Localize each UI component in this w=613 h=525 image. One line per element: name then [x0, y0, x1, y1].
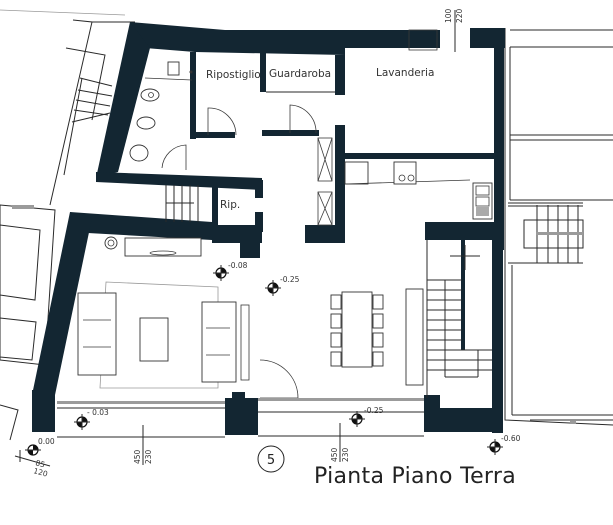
lavanderia-room: Lavanderia 100 220	[376, 8, 464, 79]
left-exterior-stair	[63, 47, 113, 176]
elev-marker-dining: -0.25	[265, 275, 300, 296]
svg-text:5: 5	[267, 453, 275, 468]
svg-text:- 0.03: - 0.03	[87, 408, 109, 417]
room-label-ripostiglio: Ripostiglio	[206, 69, 261, 81]
structural-walls	[32, 22, 505, 435]
elevation-markers: -0.08 -0.25 - 0.03 -0.25	[25, 261, 521, 456]
drawing-title: Pianta Piano Terra	[314, 464, 516, 489]
left-neighbour-outline	[0, 9, 135, 441]
sideboard	[405, 288, 424, 386]
washbasin-icon	[129, 144, 149, 162]
elev-marker-front-right: -0.60	[487, 434, 521, 455]
svg-text:85: 85	[34, 458, 46, 469]
guardaroba-door-swing	[289, 104, 317, 134]
svg-text:230: 230	[144, 449, 153, 464]
front-windows	[57, 398, 424, 438]
svg-text:120: 120	[32, 466, 48, 478]
bathroom-door-swing	[161, 144, 187, 170]
shower-tray	[167, 61, 180, 76]
room-label-lavanderia: Lavanderia	[376, 67, 434, 79]
svg-text:-0.25: -0.25	[280, 275, 300, 284]
right-neighbour-outline	[504, 28, 613, 426]
kitchen	[344, 161, 493, 220]
ripostiglio-room: Ripostiglio	[206, 69, 261, 136]
tv-cabinet	[124, 237, 202, 257]
right-exterior-stair	[508, 202, 584, 264]
unit-number-badge: 5	[257, 445, 285, 473]
dimensions: 450 230 450 230 85 120	[14, 423, 350, 479]
stove-icon	[393, 161, 417, 185]
coffee-table	[139, 317, 169, 362]
ripostiglio-door-swing	[207, 107, 237, 136]
svg-text:-0.25: -0.25	[364, 406, 384, 415]
toilet-icon	[140, 88, 160, 102]
dim-top-b: 220	[455, 8, 464, 23]
elev-marker-entry: 0.00	[25, 437, 55, 456]
svg-text:-0.08: -0.08	[228, 261, 248, 270]
dining-table	[341, 291, 373, 368]
svg-text:230: 230	[341, 447, 350, 462]
svg-text:-0.60: -0.60	[501, 434, 521, 443]
sofa-right	[201, 301, 237, 383]
room-label-rip: Rip.	[220, 199, 240, 211]
lamp-icon	[104, 236, 118, 250]
window-top	[408, 29, 438, 51]
sofa-left	[77, 292, 117, 376]
elev-marker-front-left: - 0.03	[74, 408, 109, 430]
interior-stair	[426, 240, 492, 398]
dining-room	[259, 288, 424, 399]
guardaroba-room: Guardaroba	[266, 68, 335, 134]
svg-text:0.00: 0.00	[38, 437, 55, 446]
room-label-guardaroba: Guardaroba	[269, 68, 331, 80]
dim-top-a: 100	[444, 8, 453, 23]
entry-door-swing	[259, 359, 299, 399]
elev-marker-living: -0.08	[213, 261, 248, 281]
elev-marker-front-mid: -0.25	[349, 406, 384, 427]
svg-text:450: 450	[133, 449, 142, 464]
interior-steps-top: Rip.	[165, 185, 240, 222]
living-room	[77, 236, 250, 389]
svg-text:450: 450	[330, 447, 339, 462]
bathroom	[129, 61, 193, 170]
bidet-icon	[136, 116, 156, 130]
wardrobe-units	[317, 137, 333, 226]
